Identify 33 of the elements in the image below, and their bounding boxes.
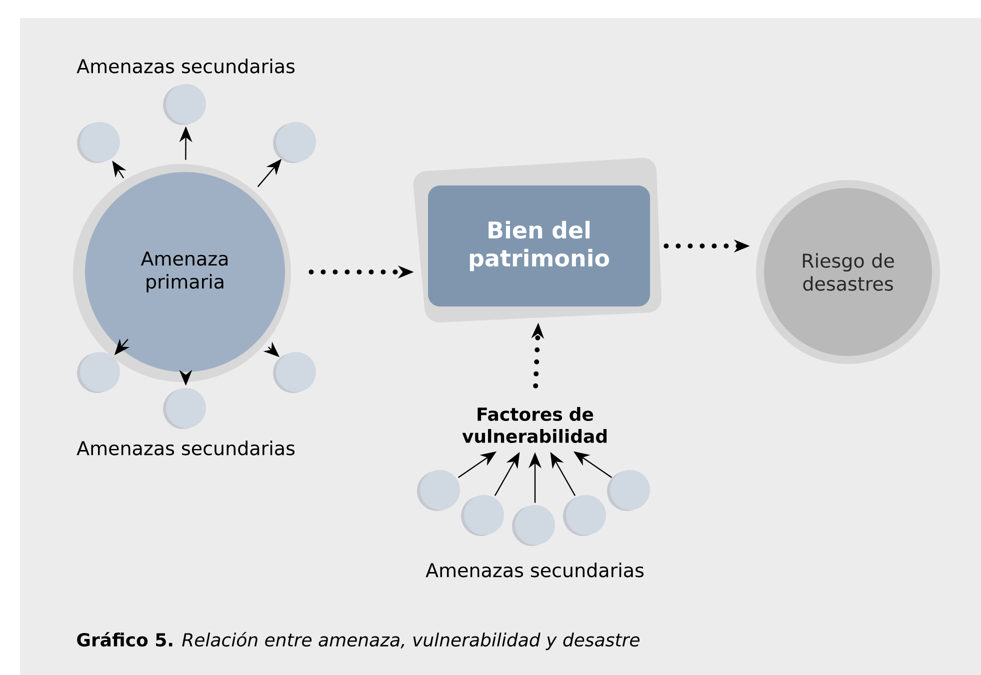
- arrow: [528, 452, 542, 503]
- small-circle: [512, 505, 555, 546]
- small-circle: [77, 352, 120, 393]
- small-circle: [563, 495, 606, 536]
- small-circle: [461, 495, 504, 536]
- circle-node: Riesgo de desastres: [756, 180, 940, 364]
- arrow: [263, 342, 280, 358]
- group-label: Amenazas secundarias: [426, 562, 644, 578]
- caption: Gráfico 5. Relación entre amenaza, vulnerabilidad y desastre: [77, 632, 640, 650]
- small-circle: [607, 470, 650, 511]
- dotted-arrow: [664, 240, 750, 252]
- arrow: [179, 126, 192, 160]
- small-circle: [163, 84, 206, 125]
- group-label: Amenazas secundarias: [76, 58, 295, 74]
- factor-label: Factores de vulnerabilidad: [462, 407, 607, 443]
- process-box: Bien del patrimonio: [413, 158, 662, 322]
- arrow: [257, 158, 282, 188]
- arrow: [179, 370, 192, 386]
- small-circle: [417, 470, 460, 511]
- small-circle: [77, 122, 120, 163]
- small-circle: [273, 352, 316, 393]
- group-label: Amenazas secundarias: [76, 440, 295, 456]
- arrow: [494, 452, 520, 496]
- circle-node: Amenaza primaria: [73, 164, 291, 382]
- arrow: [574, 451, 612, 478]
- small-circle: [273, 122, 316, 163]
- arrow: [550, 452, 576, 496]
- arrow: [112, 160, 126, 178]
- arrow: [458, 451, 497, 478]
- arrow: [114, 338, 130, 356]
- small-circle: [163, 388, 206, 429]
- dotted-arrow: [531, 322, 544, 388]
- dotted-arrow: [308, 266, 414, 278]
